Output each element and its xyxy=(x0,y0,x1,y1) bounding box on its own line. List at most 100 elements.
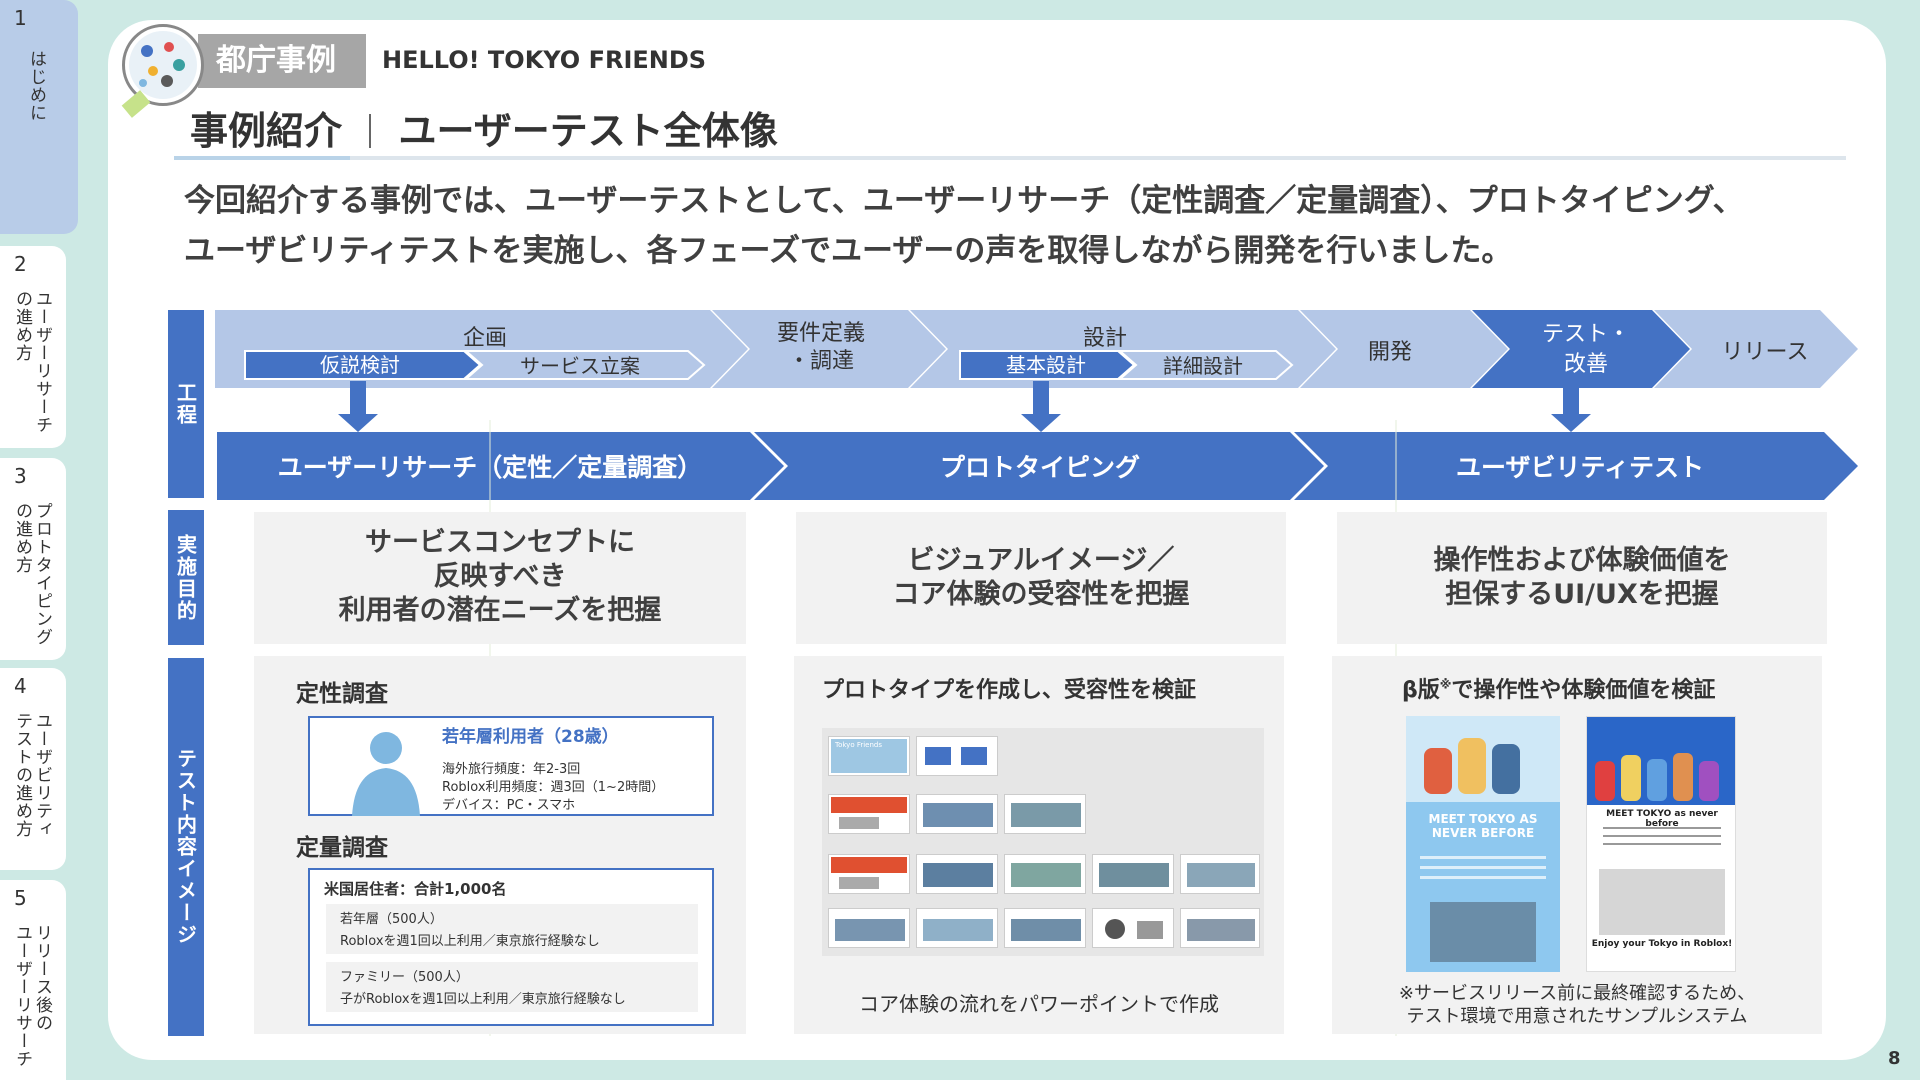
slide-thumb xyxy=(828,794,910,834)
slide-thumb xyxy=(916,794,998,834)
avatar-figures-icon xyxy=(1595,751,1729,801)
phase-usability xyxy=(1294,432,1858,500)
row-label-purpose: 実施目的 xyxy=(168,510,204,645)
nav-tab-label: の進め方 xyxy=(12,502,32,574)
nav-tab-label: テストの進め方 xyxy=(12,712,32,838)
nav-tab-1[interactable]: 1 はじめに xyxy=(0,0,78,234)
purpose-line: 反映すべき xyxy=(433,561,567,592)
nav-tab-number: 4 xyxy=(14,674,27,698)
title-divider xyxy=(369,114,372,148)
purpose-line: ビジュアルイメージ／ xyxy=(907,545,1175,576)
nav-tab-label: リリース後の xyxy=(32,924,52,1032)
slide-thumb xyxy=(1180,854,1260,894)
proto-caption: コア体験の流れをパワーポイントで作成 xyxy=(859,992,1219,1016)
process-label-kaihatsu: 開発 xyxy=(1367,340,1412,365)
persona-detail: 海外旅行頻度：年2-3回 xyxy=(442,762,581,777)
nav-tab-number: 5 xyxy=(14,886,27,910)
proto-title: プロトタイプを作成し、受容性を検証 xyxy=(822,678,1197,703)
persona-detail: デバイス：PC・スマホ xyxy=(442,798,576,813)
down-arrow-icon xyxy=(338,381,378,432)
quant-card: 米国居住者：合計1,000名 若年層（500人） Robloxを週1回以上利用／… xyxy=(308,868,714,1026)
avatar-figures-icon xyxy=(1424,734,1544,794)
phase-prototyping xyxy=(754,432,1324,500)
substep-label-shousai: 詳細設計 xyxy=(1163,354,1243,378)
process-step-test xyxy=(1472,310,1690,388)
slide-thumb xyxy=(828,854,910,894)
case-badge: 都庁事例 xyxy=(198,34,366,88)
purpose-line: 担保するUI/UXを把握 xyxy=(1445,579,1719,610)
video-frame xyxy=(1599,869,1725,935)
phase-label-usability: ユーザビリティテスト xyxy=(1455,453,1704,482)
substep-label-kihon: 基本設計 xyxy=(1006,353,1086,377)
nav-tab-5[interactable]: 5 リリース後の ユーザーリサーチ xyxy=(0,880,66,1080)
page-title-sub: ユーザーテスト全体像 xyxy=(398,109,778,153)
segment-box: ファミリー（500人） 子がRobloxを週1回以上利用／東京旅行経験なし xyxy=(326,962,698,1012)
purpose-line: 利用者の潜在ニーズを把握 xyxy=(338,595,662,626)
substep-service xyxy=(463,350,706,380)
phase-research xyxy=(217,432,784,500)
nav-tab-label: ユーザビリティ xyxy=(32,712,52,838)
proto-slides-image: Tokyo Friends xyxy=(822,728,1264,956)
process-label-line: ・調達 xyxy=(787,349,854,374)
usability-title: β版※で操作性や体験価値を検証 xyxy=(1402,672,1715,704)
nav-tab-2[interactable]: 2 ユーザーリサーチ の進め方 xyxy=(0,246,66,448)
slide-thumb xyxy=(916,854,998,894)
process-label-test: テスト・ 改善 xyxy=(1516,320,1656,380)
beta-footer-2: Enjoy your Tokyo in Roblox! xyxy=(1591,939,1733,949)
purpose-box-prototyping xyxy=(796,512,1286,644)
process-label-line: テスト・ xyxy=(1541,322,1630,347)
nav-tab-label: プロトタイピング xyxy=(32,502,52,646)
process-label-kikaku: 企画 xyxy=(462,326,507,351)
process-label-line: 要件定義 xyxy=(776,321,865,346)
purpose-text-usability: 操作性および体験価値を 担保するUI/UXを把握 xyxy=(1337,544,1827,612)
row-label-process: 工程 xyxy=(168,310,204,498)
nav-tab-number: 1 xyxy=(14,6,27,30)
substep-label-service: サービス立案 xyxy=(520,354,640,378)
process-label-line: 改善 xyxy=(1563,352,1608,377)
page-title-main: 事例紹介 xyxy=(190,109,343,153)
usability-caption-line: テスト環境で用意されたサンプルシステム xyxy=(1406,1006,1748,1027)
nav-tab-label: ユーザーリサーチ xyxy=(32,290,52,434)
project-name: HELLO! TOKYO FRIENDS xyxy=(382,46,707,74)
nav-tab-4[interactable]: 4 ユーザビリティ テストの進め方 xyxy=(0,668,66,870)
purpose-line: サービスコンセプトに xyxy=(365,527,635,558)
usability-title-pre: β版 xyxy=(1402,678,1440,703)
substep-label-kasetsu: 仮説検討 xyxy=(320,353,400,377)
quant-title: 定量調査 xyxy=(296,835,388,861)
purpose-line: 操作性および体験価値を xyxy=(1433,545,1731,576)
segment-box: 若年層（500人） Robloxを週1回以上利用／東京旅行経験なし xyxy=(326,904,698,954)
page-title: 事例紹介 ユーザーテスト全体像 xyxy=(190,100,778,155)
title-underline-accent xyxy=(174,156,350,160)
usability-title-post: で操作性や体験価値を検証 xyxy=(1451,678,1716,703)
substep-kasetsu xyxy=(244,350,482,380)
nav-tab-label: ユーザーリサーチ xyxy=(12,924,32,1068)
process-label-youken: 要件定義 ・調達 xyxy=(756,320,886,376)
process-label-release: リリース xyxy=(1721,340,1809,365)
slide-thumb xyxy=(1180,908,1260,948)
nav-tab-label: の進め方 xyxy=(12,290,32,362)
nav-tab-number: 2 xyxy=(14,252,27,276)
substep-shousai xyxy=(1117,350,1294,380)
usability-caption: ※サービスリリース前に最終確認するため、 テスト環境で用意されたサンプルシステム xyxy=(1332,982,1822,1028)
lead-text: 今回紹介する事例では、ユーザーテストとして、ユーザーリサーチ（定性調査／定量調査… xyxy=(184,176,1844,276)
slide-thumb xyxy=(916,908,998,948)
beta-heading-2: MEET TOKYO as never before xyxy=(1606,809,1718,829)
process-step-youken xyxy=(712,310,946,388)
person-silhouette-icon xyxy=(352,732,420,816)
lead-line: 今回紹介する事例では、ユーザーテストとして、ユーザーリサーチ（定性調査／定量調査… xyxy=(184,183,1744,219)
page-number: 8 xyxy=(1888,1048,1901,1069)
purpose-line: コア体験の受容性を把握 xyxy=(892,579,1190,610)
segment-name: ファミリー（500人） xyxy=(340,970,469,985)
purpose-text-research: サービスコンセプトに 反映すべき 利用者の潜在ニーズを把握 xyxy=(254,526,746,628)
slide-thumb xyxy=(1092,854,1174,894)
down-arrow-icon xyxy=(1021,381,1061,432)
slide-thumb: Tokyo Friends xyxy=(828,736,910,776)
phase-label-prototyping: プロトタイピング xyxy=(939,453,1140,482)
phase-label-research: ユーザーリサーチ（定性／定量調査） xyxy=(277,453,703,482)
beta-screenshot-2: MEET TOKYO as never before Enjoy your To… xyxy=(1586,716,1736,972)
quant-head: 米国居住者：合計1,000名 xyxy=(324,880,507,898)
nav-tab-3[interactable]: 3 プロトタイピング の進め方 xyxy=(0,458,66,660)
segment-desc: 子がRobloxを週1回以上利用／東京旅行経験なし xyxy=(340,992,626,1007)
purpose-text-prototyping: ビジュアルイメージ／ コア体験の受容性を把握 xyxy=(796,544,1286,612)
